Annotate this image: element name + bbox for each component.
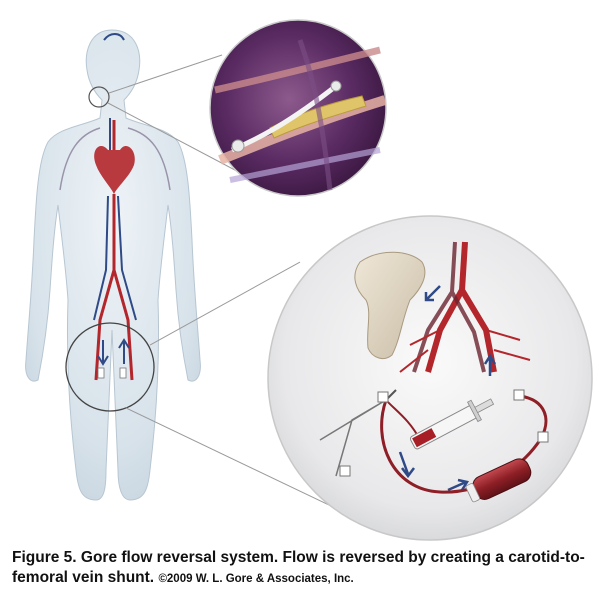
shunt-inset: [267, 215, 593, 541]
vessel-strand: [229, 147, 381, 183]
syringe-flange: [467, 399, 482, 423]
callout-line-top-b: [107, 102, 251, 179]
carotid-inset-circle: [209, 19, 387, 197]
human-body: [25, 29, 201, 501]
callout-line-top-a: [108, 54, 223, 94]
head-vessel: [103, 33, 125, 41]
groin-callout-circle: [65, 322, 155, 412]
vessel-strand: [297, 39, 333, 191]
catheter-line: [319, 399, 387, 477]
callout-line-bottom-a: [149, 261, 301, 346]
carotid-inset: [209, 19, 387, 197]
balloon-tip: [330, 80, 342, 92]
heart: [94, 145, 135, 194]
flow-arrow-down: [97, 340, 109, 366]
flow-arrow: [398, 451, 415, 479]
stopcock: [513, 389, 525, 401]
arm-vessels: [59, 127, 171, 191]
pelvis-bone: [354, 251, 426, 359]
syringe-blood: [412, 428, 437, 448]
vena-cava: [93, 118, 137, 321]
flow-arrow-up: [118, 338, 130, 364]
filter-cap: [465, 483, 480, 503]
aorta: [94, 120, 134, 381]
iliac-vein: [412, 241, 486, 373]
flow-arrow: [424, 285, 441, 302]
stopcock: [339, 465, 351, 477]
filter-cartridge: [465, 458, 532, 503]
flow-arrow: [447, 478, 469, 492]
stopcock: [377, 391, 389, 403]
catheter-right: [119, 367, 127, 379]
flow-reversal-illustration: [25, 19, 593, 541]
caption-text: Figure 5. Gore flow reversal system. Flo…: [12, 549, 585, 586]
balloon-tip: [231, 139, 245, 153]
figure-caption: Figure 5. Gore flow reversal system. Flo…: [12, 548, 592, 589]
neck-callout-circle: [88, 86, 110, 108]
branch-vessels: [399, 329, 531, 373]
shunt-inset-circle: [267, 215, 593, 541]
syringe: [409, 398, 495, 450]
vessel-strand: [214, 46, 381, 94]
stopcock: [537, 431, 549, 443]
caption-copyright: ©2009 W. L. Gore & Associates, Inc.: [158, 573, 354, 585]
catheter-left: [97, 367, 105, 379]
flow-arrow: [483, 353, 497, 376]
